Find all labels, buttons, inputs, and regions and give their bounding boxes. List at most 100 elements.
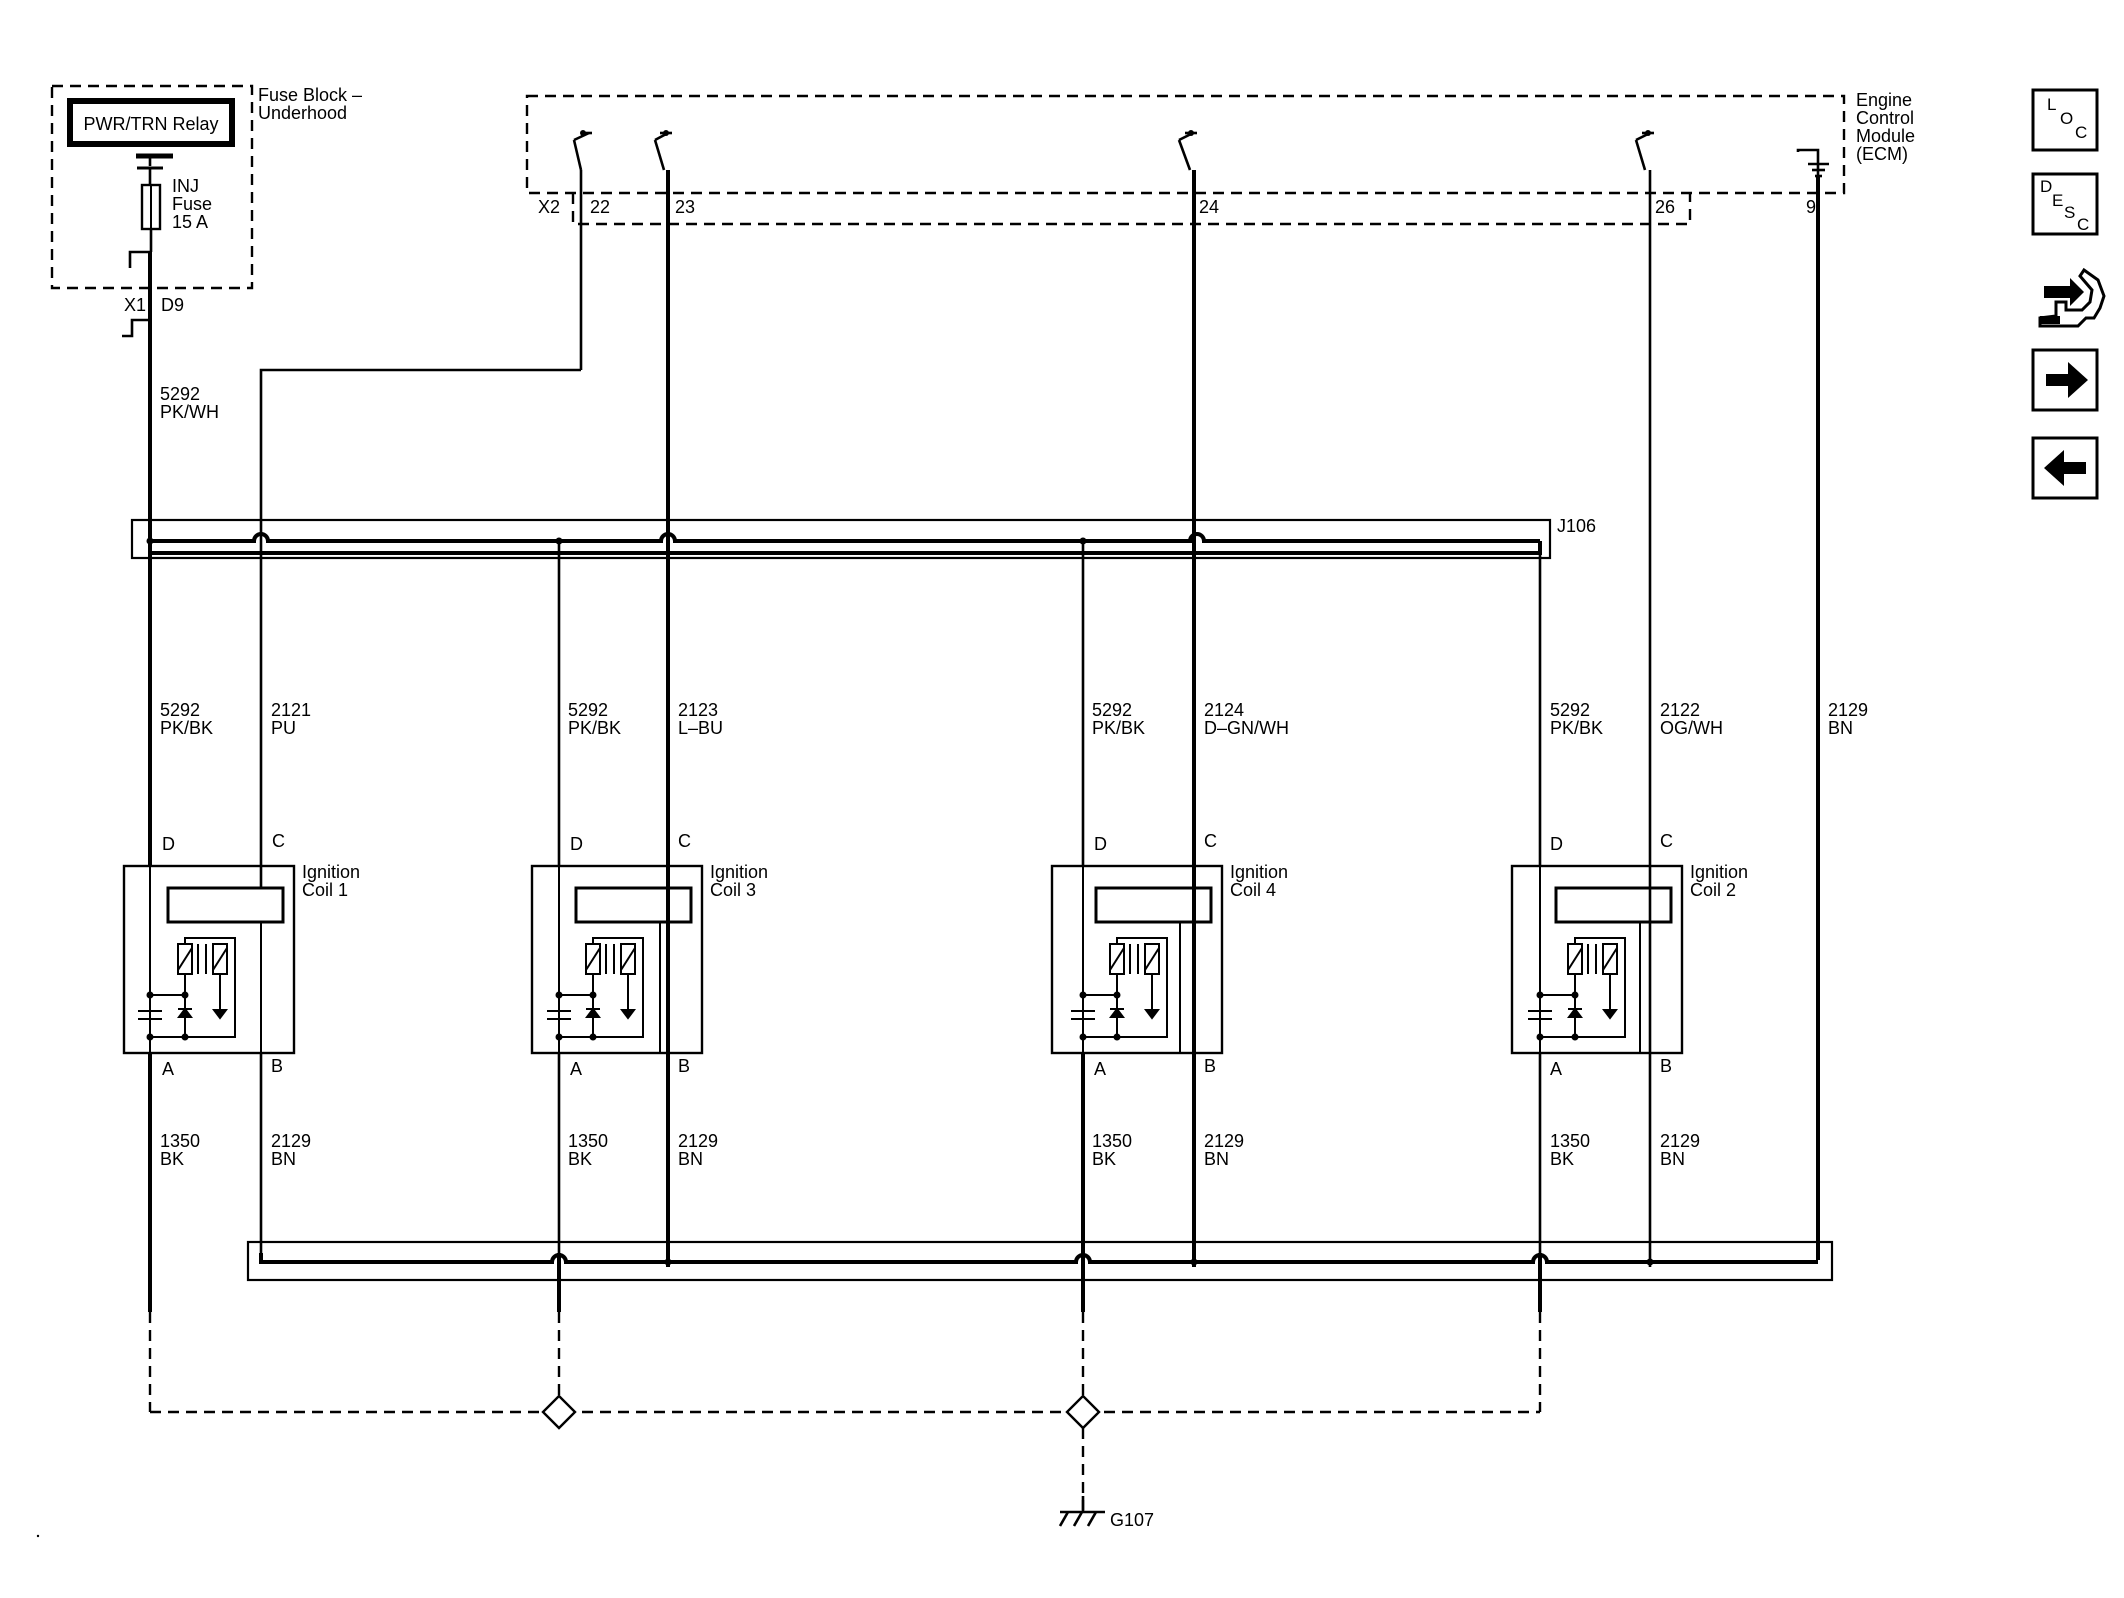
engine-control-module: Engine Control Module (ECM) X2 <box>525 90 1915 370</box>
fuse-block-outline <box>50 84 254 290</box>
coil3-a-circuit: 1350 <box>568 1131 608 1151</box>
coil3-b-color: BN <box>678 1149 703 1169</box>
ecm-title-1: Engine <box>1856 90 1912 110</box>
ground-splice-diamond-1 <box>541 1394 577 1430</box>
coil4-d-color: PK/BK <box>1092 718 1145 738</box>
d9-label: D9 <box>161 295 184 315</box>
loc-icon: L O C <box>2047 95 2087 142</box>
ground-splice-diamond-2 <box>1065 1394 1101 1430</box>
coil4-transformer-icon <box>1071 866 1168 1053</box>
coil4-driver-icon <box>1094 886 1213 924</box>
coil1-b-circuit: 2129 <box>271 1131 311 1151</box>
ecm-ground-icon <box>1796 148 1829 178</box>
connector-tool-button[interactable] <box>2038 267 2106 328</box>
ground-label: G107 <box>1110 1510 1154 1530</box>
ecm-pin-24: 24 <box>1199 197 1219 217</box>
relay-label: PWR/TRN Relay <box>83 114 218 134</box>
coil1-a-color: BK <box>160 1149 184 1169</box>
coil4-pin-c: C <box>1204 831 1217 851</box>
coil3-name-2: Coil 3 <box>710 880 756 900</box>
coil1-name-2: Coil 1 <box>302 880 348 900</box>
coil4-b-circuit: 2129 <box>1204 1131 1244 1151</box>
ecm-pin-9: 9 <box>1806 197 1816 217</box>
j106-bus-upper <box>150 532 1540 543</box>
wire-2121-route <box>259 368 581 538</box>
coil2-name-2: Coil 2 <box>1690 880 1736 900</box>
previous-page-button[interactable] <box>2031 436 2099 500</box>
coil4-name-1: Ignition <box>1230 862 1288 882</box>
chassis-ground-icon <box>1058 1496 1105 1527</box>
desc-letter-3: S <box>2064 203 2075 222</box>
ecm-switch-26-icon <box>1634 130 1654 171</box>
connector-tool-icon <box>2038 267 2106 328</box>
ecm-title-2: Control <box>1856 108 1914 128</box>
coil1-c-color: PU <box>271 718 296 738</box>
coil3-d-circuit: 5292 <box>568 700 608 720</box>
coil4-name-2: Coil 4 <box>1230 880 1276 900</box>
coil2-c-circuit: 2122 <box>1660 700 1700 720</box>
ecm-title-3: Module <box>1856 126 1915 146</box>
coil2-transformer-icon <box>1528 866 1626 1053</box>
coil3-c-circuit: 2123 <box>678 700 718 720</box>
ecm-pin-22: 22 <box>590 197 610 217</box>
desc-letter-4: C <box>2077 215 2089 234</box>
coil2-pin-a: A <box>1550 1059 1562 1079</box>
desc-button[interactable]: D E S C <box>2031 172 2099 236</box>
coil2-name-1: Ignition <box>1690 862 1748 882</box>
desc-letter-1: D <box>2040 177 2052 196</box>
coil4-pin-d: D <box>1094 834 1107 854</box>
coil2-pin-c: C <box>1660 831 1673 851</box>
fuse-block-title-2: Underhood <box>258 103 347 123</box>
ecm-pin-23: 23 <box>675 197 695 217</box>
loc-letter-3: C <box>2075 123 2087 142</box>
splice-lower-2129 <box>246 1240 1834 1282</box>
splice-j106: J106 <box>130 516 1596 560</box>
j106-label: J106 <box>1557 516 1596 536</box>
coil4-d-circuit: 5292 <box>1092 700 1132 720</box>
ignition-coil-3: 5292 PK/BK 2123 L–BU D C Ignition Coil 3 <box>530 541 768 1253</box>
coil1-driver-icon <box>166 886 285 924</box>
arrow-right-icon <box>2046 362 2088 398</box>
j106-outline <box>130 518 1552 560</box>
coil3-transformer-icon <box>547 866 644 1053</box>
coil3-b-circuit: 2129 <box>678 1131 718 1151</box>
loc-letter-2: O <box>2060 109 2073 128</box>
relay-box <box>67 98 235 147</box>
coil1-b-color: BN <box>271 1149 296 1169</box>
coil3-name-1: Ignition <box>710 862 768 882</box>
coil4-pin-b: B <box>1204 1056 1216 1076</box>
fuse-label-3: 15 A <box>172 212 208 232</box>
coil2-b-color: BN <box>1660 1149 1685 1169</box>
coil3-pin-d: D <box>570 834 583 854</box>
coil2-pin-b: B <box>1660 1056 1672 1076</box>
coil3-body <box>530 864 704 1055</box>
coil1-a-circuit: 1350 <box>160 1131 200 1151</box>
coil1-name-1: Ignition <box>302 862 360 882</box>
loc-letter-1: L <box>2047 95 2056 114</box>
ecm-switch-23-icon <box>653 130 672 171</box>
ecm-title-4: (ECM) <box>1856 144 1908 164</box>
ecm-ground-color: BN <box>1828 718 1853 738</box>
coil2-b-circuit: 2129 <box>1660 1131 1700 1151</box>
coil4-b-color: BN <box>1204 1149 1229 1169</box>
fuse-block-title-1: Fuse Block – <box>258 85 362 105</box>
coil3-pin-b: B <box>678 1056 690 1076</box>
coil2-a-color: BK <box>1550 1149 1574 1169</box>
coil4-pin-a: A <box>1094 1059 1106 1079</box>
ecm-outline <box>525 94 1846 195</box>
coil3-a-color: BK <box>568 1149 592 1169</box>
coil4-a-color: BK <box>1092 1149 1116 1169</box>
coil1-pin-c: C <box>272 831 285 851</box>
feed-circuit-label: 5292 <box>160 384 200 404</box>
lower-splice-outline <box>246 1240 1834 1282</box>
coil3-pin-c: C <box>678 831 691 851</box>
next-page-button[interactable] <box>2031 348 2099 412</box>
loc-button[interactable]: L O C <box>2031 88 2099 152</box>
coil2-pin-d: D <box>1550 834 1563 854</box>
coil3-c-color: L–BU <box>678 718 723 738</box>
desc-letter-2: E <box>2052 191 2063 210</box>
coil1-pin-b: B <box>271 1056 283 1076</box>
ignition-coil-2: 5292 PK/BK 2122 OG/WH D C Ignition Coil … <box>1510 553 1748 1253</box>
